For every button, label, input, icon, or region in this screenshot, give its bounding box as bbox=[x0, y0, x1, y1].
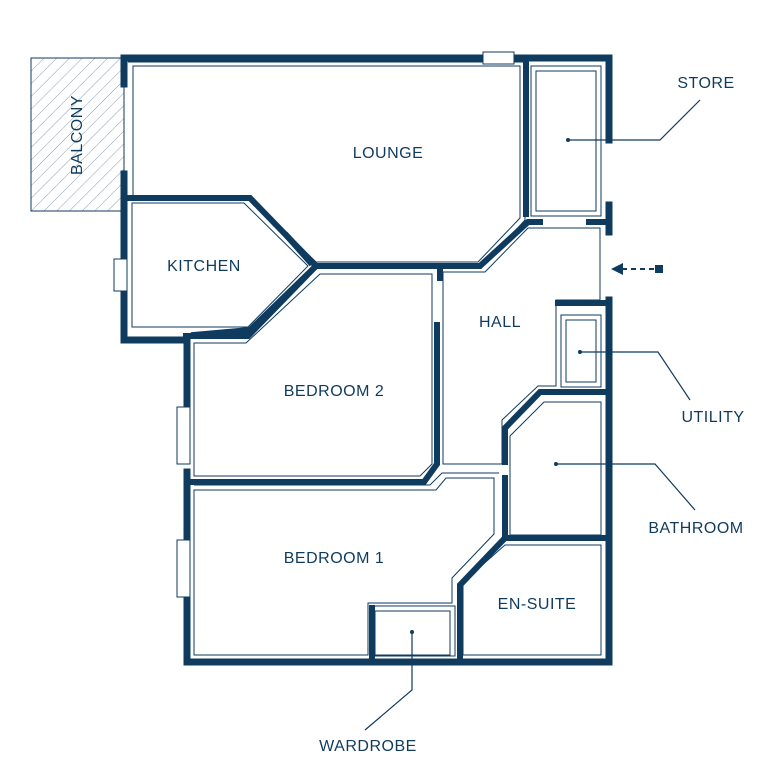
room-label-lounge: LOUNGE bbox=[353, 145, 424, 162]
room-label-kitchen: KITCHEN bbox=[167, 258, 241, 275]
balcony bbox=[30, 57, 125, 212]
callout-leaders bbox=[364, 99, 701, 731]
room-label-bedroom-2: BEDROOM 2 bbox=[284, 383, 385, 400]
room-labels: BALCONY LOUNGE KITCHEN HALL BEDROOM 2 BE… bbox=[69, 95, 576, 613]
callout-labels: STORE UTILITY BATHROOM WARDROBE bbox=[319, 75, 744, 755]
callout-label-bathroom: BATHROOM bbox=[648, 520, 743, 537]
callout-label-store: STORE bbox=[677, 75, 734, 92]
callout-label-utility: UTILITY bbox=[681, 409, 744, 426]
callout-label-wardrobe: WARDROBE bbox=[319, 738, 417, 755]
entrance-arrow-icon bbox=[611, 263, 663, 275]
room-label-en-suite: EN-SUITE bbox=[498, 596, 577, 613]
room-label-hall: HALL bbox=[479, 314, 521, 331]
windows bbox=[113, 51, 515, 598]
inner-walls bbox=[123, 55, 607, 663]
room-label-balcony: BALCONY bbox=[69, 95, 86, 175]
room-label-bedroom-1: BEDROOM 1 bbox=[284, 550, 385, 567]
